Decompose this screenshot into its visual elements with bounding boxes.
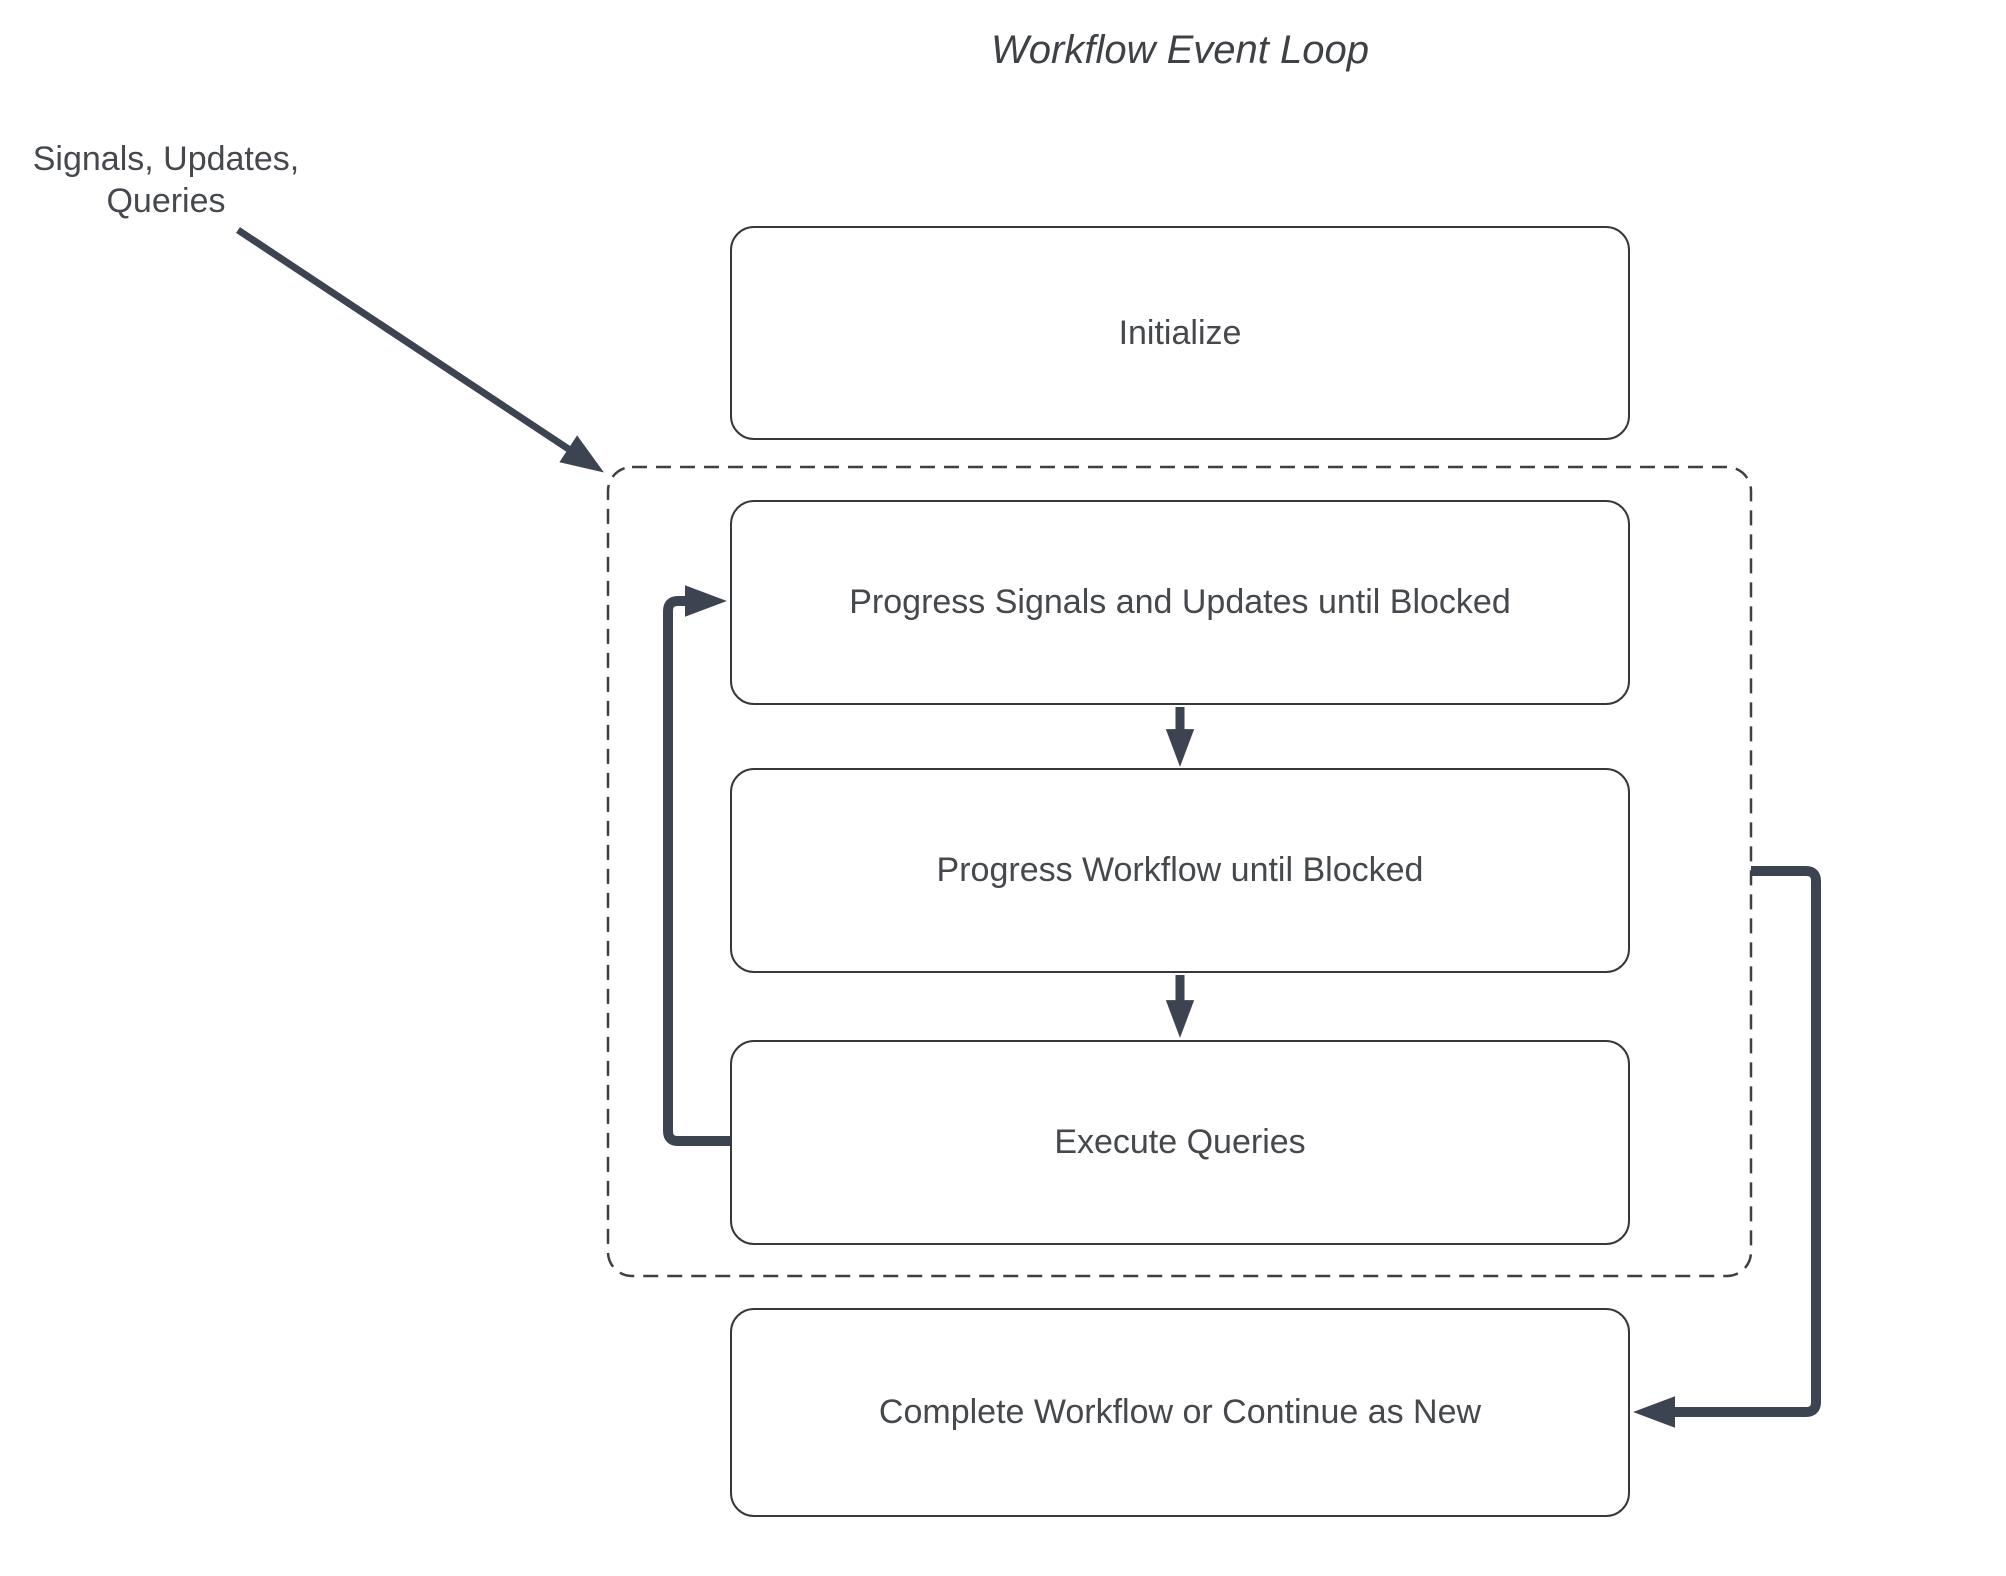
node-progress-workflow: Progress Workflow until Blocked <box>730 768 1630 973</box>
node-complete-label: Complete Workflow or Continue as New <box>878 1393 1482 1431</box>
node-initialize: Initialize <box>730 226 1630 440</box>
node-complete: Complete Workflow or Continue as New <box>730 1308 1630 1517</box>
edge-execute-queries-to-progress-signals <box>663 585 730 1146</box>
node-initialize-label: Initialize <box>1118 313 1242 352</box>
node-progress-signals-label: Progress Signals and Updates until Block… <box>849 583 1511 621</box>
diagram-title: Workflow Event Loop <box>991 28 1369 72</box>
external-input-label: Signals, Updates, Queries <box>32 140 300 220</box>
node-progress-workflow-label: Progress Workflow until Blocked <box>936 851 1424 889</box>
edge-event-loop-to-complete <box>1633 866 1821 1428</box>
node-execute-queries: Execute Queries <box>730 1040 1630 1245</box>
node-execute-queries-label: Execute Queries <box>1054 1123 1306 1161</box>
edge-external-input-to-event-loop <box>236 227 604 473</box>
node-progress-signals: Progress Signals and Updates until Block… <box>730 500 1630 705</box>
